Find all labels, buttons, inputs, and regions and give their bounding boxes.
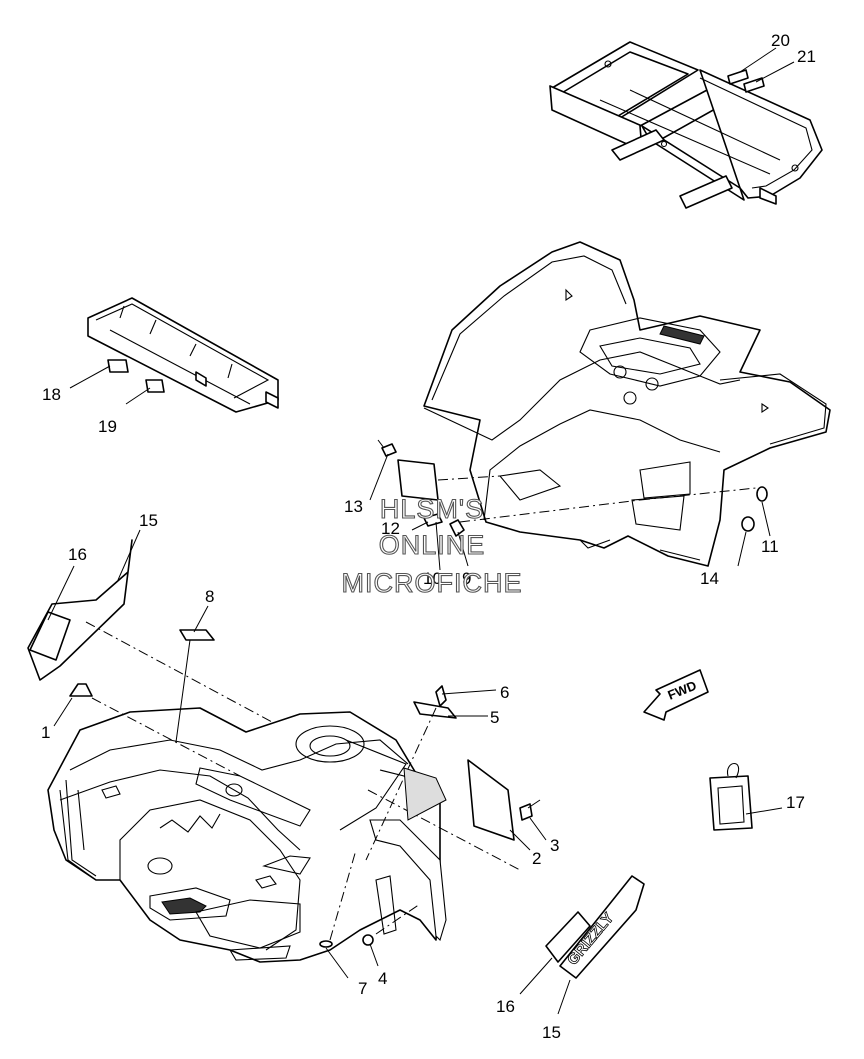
watermark: HLSM'S ONLINE MICROFICHE bbox=[341, 493, 523, 598]
callout-2: 2 bbox=[532, 849, 541, 868]
callout-3: 3 bbox=[550, 836, 559, 855]
front-carrier-rack bbox=[87, 297, 279, 413]
front-fender bbox=[47, 707, 447, 963]
callout-10: 10 bbox=[423, 569, 442, 588]
callout-5: 5 bbox=[490, 708, 499, 727]
callout-13: 13 bbox=[344, 497, 363, 516]
callout-14: 14 bbox=[700, 569, 719, 588]
front-carrier-labels bbox=[69, 359, 165, 405]
watermark-line-1: HLSM'S bbox=[380, 494, 484, 524]
callout-18: 18 bbox=[42, 385, 61, 404]
callout-7: 7 bbox=[358, 979, 367, 998]
rear-fender bbox=[423, 241, 831, 567]
callout-12: 12 bbox=[381, 519, 400, 538]
callout-17: 17 bbox=[786, 793, 805, 812]
callout-20: 20 bbox=[771, 31, 790, 50]
callout-19: 19 bbox=[98, 417, 117, 436]
callout-4: 4 bbox=[378, 969, 387, 988]
callout-8: 8 bbox=[205, 587, 214, 606]
watermark-line-3: MICROFICHE bbox=[342, 568, 523, 598]
callout-15-bottom: 15 bbox=[542, 1023, 561, 1042]
front-decals bbox=[27, 529, 645, 1015]
callout-15-top: 15 bbox=[139, 511, 158, 530]
callout-16-bottom: 16 bbox=[496, 997, 515, 1016]
rear-hardware bbox=[369, 439, 771, 571]
rear-carrier-rack bbox=[549, 41, 823, 209]
callout-numbers: 1 2 3 4 5 6 7 8 9 10 11 12 13 14 15 15 1… bbox=[41, 31, 816, 1042]
fwd-arrow-icon: FWD bbox=[643, 669, 709, 721]
callout-11: 11 bbox=[761, 537, 779, 556]
callout-16-top: 16 bbox=[68, 545, 87, 564]
callout-1: 1 bbox=[41, 723, 50, 742]
callout-9: 9 bbox=[462, 569, 471, 588]
callout-21: 21 bbox=[797, 47, 816, 66]
watermark-line-2: ONLINE bbox=[379, 530, 486, 560]
rear-carrier-labels bbox=[727, 47, 795, 93]
warning-tag bbox=[709, 762, 783, 831]
callout-6: 6 bbox=[500, 683, 509, 702]
